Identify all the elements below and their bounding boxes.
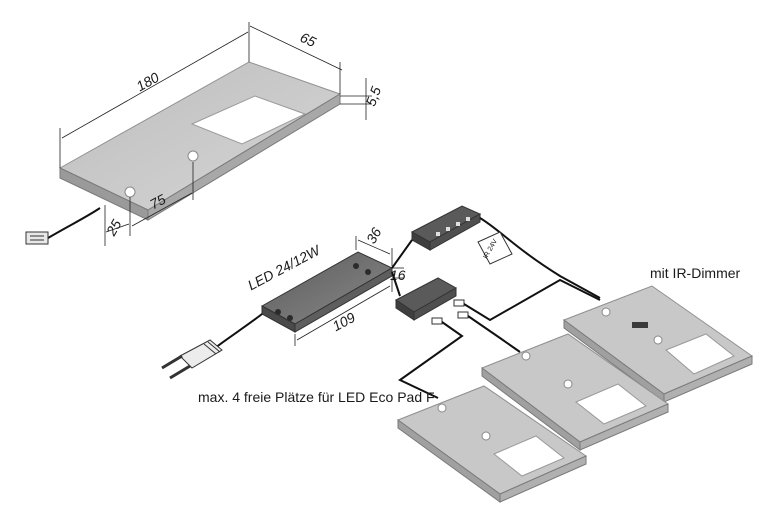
dimension-height: 5,5 bbox=[362, 84, 384, 108]
main-led-panel bbox=[58, 61, 342, 221]
ir-sensor-cable bbox=[479, 217, 601, 299]
led-panel-middle bbox=[480, 333, 670, 452]
panel-light-window bbox=[190, 95, 307, 145]
ir-distributor-box bbox=[410, 205, 482, 251]
dimension-length: 180 bbox=[133, 69, 161, 94]
plug-connector-icon bbox=[25, 231, 49, 245]
dimension-hole-offset-x: 25 bbox=[102, 217, 124, 240]
dimension-hole-offset-y: 75 bbox=[147, 191, 168, 213]
main-panel-cable bbox=[25, 207, 101, 245]
led-distributor-box bbox=[395, 277, 458, 321]
mounting-hole bbox=[187, 150, 199, 162]
dimension-driver-width: 36 bbox=[363, 225, 385, 247]
driver-dimensions bbox=[294, 236, 404, 346]
ir-dimmer-panel bbox=[562, 285, 754, 403]
euro-plug-icon bbox=[179, 339, 223, 369]
led-driver bbox=[260, 251, 394, 333]
ir-dimmer-label: mit IR-Dimmer bbox=[650, 265, 741, 281]
panel-cables bbox=[398, 278, 601, 399]
free-slots-label: max. 4 freie Plätze für LED Eco Pad F bbox=[198, 389, 435, 405]
main-panel-dimensions bbox=[59, 22, 372, 246]
distributor-connectors bbox=[431, 299, 469, 325]
mounting-hole bbox=[124, 186, 136, 198]
dimension-width: 65 bbox=[298, 29, 319, 50]
led-panel-bottom bbox=[396, 385, 588, 503]
ir-receiver-icon bbox=[632, 322, 648, 328]
ir-sensor-tag: IR 24V bbox=[477, 231, 513, 265]
driver-to-distributor-cable bbox=[391, 271, 401, 297]
dimension-driver-length: 109 bbox=[330, 309, 358, 334]
driver-to-ir-cable bbox=[391, 239, 413, 269]
mains-plug bbox=[161, 313, 263, 380]
